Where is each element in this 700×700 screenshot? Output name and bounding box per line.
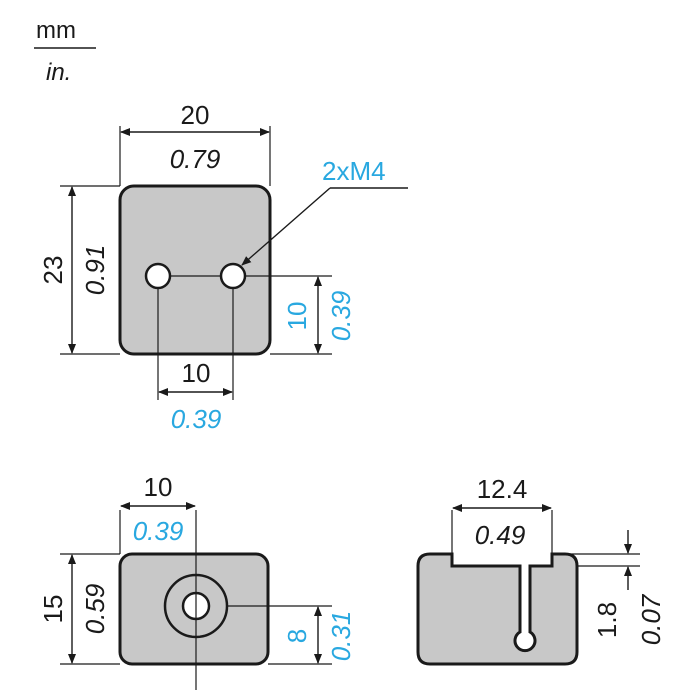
- hole-spacing-mm: 10: [182, 358, 211, 388]
- hole-height-in: 0.39: [326, 291, 356, 342]
- front-height-mm: 15: [38, 595, 68, 624]
- top-height-mm: 23: [38, 256, 68, 285]
- lip-in: 0.07: [636, 593, 666, 645]
- hole-spacing-in: 0.39: [171, 404, 222, 434]
- front-offset-mm: 10: [144, 472, 173, 502]
- slot-width-in: 0.49: [475, 520, 526, 550]
- top-width-in: 0.79: [170, 144, 221, 174]
- unit-mm: mm: [36, 17, 76, 44]
- front-view: 10 0.39 15 0.59 8 0.31: [38, 472, 356, 690]
- side-view-body: [416, 552, 579, 666]
- front-hole-mm: 8: [282, 629, 312, 643]
- lip-mm: 1.8: [592, 602, 622, 638]
- side-view: 12.4 0.49 1.8 0.07: [416, 474, 666, 666]
- top-view: 20 0.79 23 0.91 10 0.39 10 0.39 2xM4: [38, 100, 408, 434]
- front-height-in: 0.59: [80, 584, 110, 635]
- top-width-mm: 20: [181, 100, 210, 130]
- top-height-in: 0.91: [80, 245, 110, 296]
- hole-height-mm: 10: [282, 302, 312, 331]
- front-offset-in: 0.39: [133, 516, 184, 546]
- slot-width-mm: 12.4: [477, 474, 528, 504]
- front-hole-in: 0.31: [326, 611, 356, 662]
- top-view-body: [118, 184, 272, 356]
- thread-leader: [241, 187, 331, 266]
- units-legend: mm in.: [34, 17, 96, 86]
- thread-hole-right: [219, 262, 247, 290]
- unit-in: in.: [46, 59, 71, 86]
- thread-hole-left: [144, 262, 172, 290]
- thread-label: 2xM4: [322, 156, 386, 186]
